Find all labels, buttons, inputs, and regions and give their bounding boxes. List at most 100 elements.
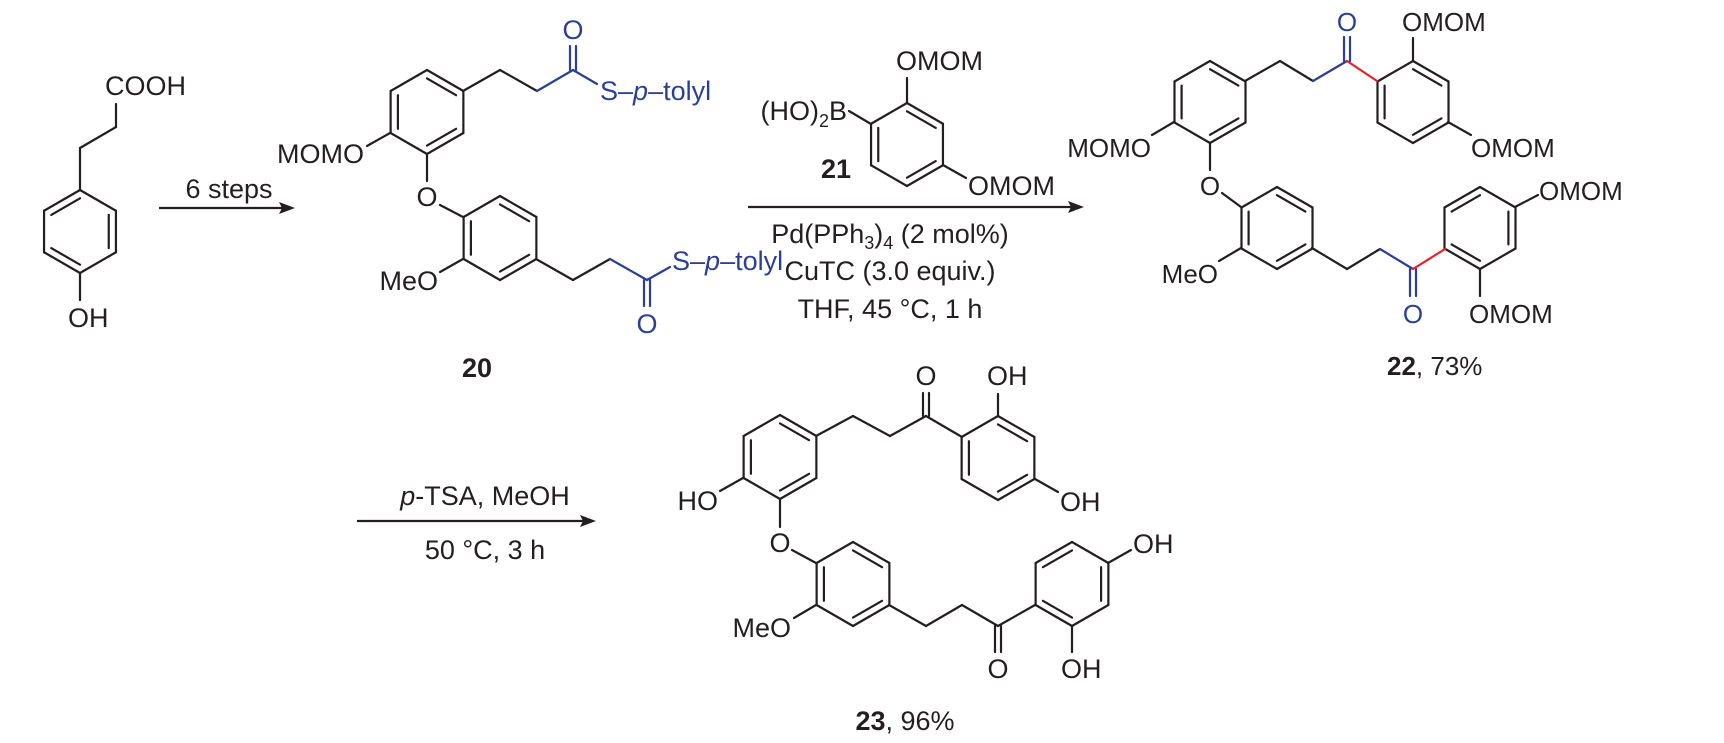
oh-label: OH	[1061, 654, 1102, 684]
ring-bond	[425, 131, 465, 156]
bond	[438, 203, 465, 219]
ring-bond	[462, 194, 502, 219]
ring-bond	[1034, 603, 1074, 628]
reagent-text: -TSA, MeOH	[415, 481, 570, 511]
ring-bond	[960, 414, 1000, 439]
ring-bond	[778, 476, 818, 501]
omom-bottom-label: OMOM	[968, 171, 1055, 201]
bond	[1217, 246, 1243, 263]
text-part: )	[874, 219, 883, 249]
bond	[960, 603, 1000, 628]
ring-bond	[78, 251, 118, 275]
bond	[1446, 120, 1473, 137]
arrow-head	[279, 202, 295, 214]
text-part: Pd(PPh	[771, 219, 864, 249]
compound-23: O OH HO OH O MeO OH O OH 23, 96%	[678, 361, 1174, 736]
bond	[790, 548, 818, 565]
bond	[924, 414, 964, 439]
arrow-step3: p-TSA, MeOH 50 °C, 3 h	[357, 481, 596, 565]
carbonyl-o-bottom: O	[987, 654, 1008, 684]
ether-o-label: O	[769, 528, 790, 558]
ring-bond	[42, 251, 82, 275]
compound-number: 21	[821, 154, 851, 184]
ring-bond	[742, 413, 782, 438]
ring-bond	[869, 101, 909, 125]
bond	[792, 603, 818, 620]
ring-bond	[1411, 121, 1450, 145]
meo-label: MeO	[1162, 259, 1218, 289]
bond	[365, 131, 392, 148]
oh-label: OH	[987, 361, 1028, 391]
ring-bond	[1443, 247, 1482, 271]
reagent-label: p-TSA, MeOH	[399, 481, 570, 511]
bond	[498, 68, 539, 93]
ho-label: (HO)	[760, 96, 818, 126]
aromatic-inner-bond	[50, 197, 82, 216]
ring-bond	[1240, 247, 1279, 271]
omom-label: OMOM	[1539, 176, 1623, 206]
bond	[571, 257, 612, 282]
bond	[1150, 120, 1176, 137]
yield: , 96%	[886, 706, 955, 736]
omom-label: OMOM	[1402, 7, 1486, 37]
ring-bond	[389, 68, 429, 93]
s-label: S–	[672, 246, 705, 276]
p-label: p	[399, 481, 415, 511]
ring-bond	[869, 164, 909, 188]
ring-bond	[78, 188, 118, 212]
aromatic-inner-bond	[1411, 68, 1443, 87]
aromatic-inner-bond	[1275, 243, 1307, 262]
additive-label: CuTC (3.0 equiv.)	[784, 256, 995, 286]
ring-bond	[1478, 247, 1517, 271]
carbonyl-o-bottom: O	[1403, 299, 1423, 329]
bond	[814, 414, 855, 438]
ring-bond	[425, 68, 465, 93]
ring-bond	[1208, 59, 1247, 83]
ether-o-label: O	[416, 182, 437, 212]
ring-bond	[778, 413, 818, 438]
aromatic-inner-bond	[996, 423, 1029, 443]
arrow-head	[1068, 201, 1084, 213]
carbonyl-o-top: O	[1337, 7, 1357, 37]
ring-bond	[1208, 121, 1247, 145]
carbonyl-o-top: O	[915, 361, 936, 391]
ring-bond	[42, 188, 82, 212]
ring-bond	[960, 477, 1000, 502]
aromatic-inner-bond	[1041, 549, 1074, 569]
starting-material: COOH OH	[68, 71, 186, 333]
ring-bond	[389, 131, 429, 156]
aromatic-inner-bond	[778, 472, 811, 492]
subscript: 4	[883, 233, 893, 253]
s-label: S–	[600, 76, 633, 106]
ring-bond	[1411, 59, 1450, 83]
ring-bond	[815, 540, 855, 565]
arrow-head	[580, 515, 596, 527]
compound-number: 22	[1387, 351, 1416, 381]
bond	[924, 603, 964, 628]
aromatic-inner-bond	[851, 549, 884, 569]
yield: , 73%	[1416, 351, 1483, 381]
conditions-label: 50 °C, 3 h	[425, 535, 545, 565]
ring-bond	[1173, 59, 1212, 83]
aromatic-inner-bond	[1041, 599, 1074, 619]
ring-bond	[1275, 185, 1314, 209]
oh-label: OH	[1133, 529, 1174, 559]
aromatic-inner-bond	[996, 473, 1029, 493]
bond	[608, 257, 649, 282]
bond	[571, 68, 599, 86]
ring-bond	[1376, 59, 1415, 83]
bond	[851, 414, 892, 438]
aromatic-inner-bond	[905, 110, 937, 130]
ring-bond	[1070, 540, 1110, 565]
bond	[534, 257, 575, 282]
boronic-acid-label: (HO)2B	[760, 96, 847, 131]
compound-20: O S–p–tolyl MOMO O MeO S–p–tolyl O 20	[277, 15, 783, 383]
compound-yield-label: 23, 96%	[855, 706, 954, 736]
bond	[1411, 247, 1447, 271]
subscript: 2	[819, 111, 829, 131]
compound-yield-label: 22, 73%	[1387, 351, 1482, 381]
bond	[1033, 477, 1060, 494]
subscript: 3	[864, 233, 874, 253]
ring-bond	[498, 194, 538, 219]
carbonyl-o-bottom: O	[636, 309, 657, 339]
